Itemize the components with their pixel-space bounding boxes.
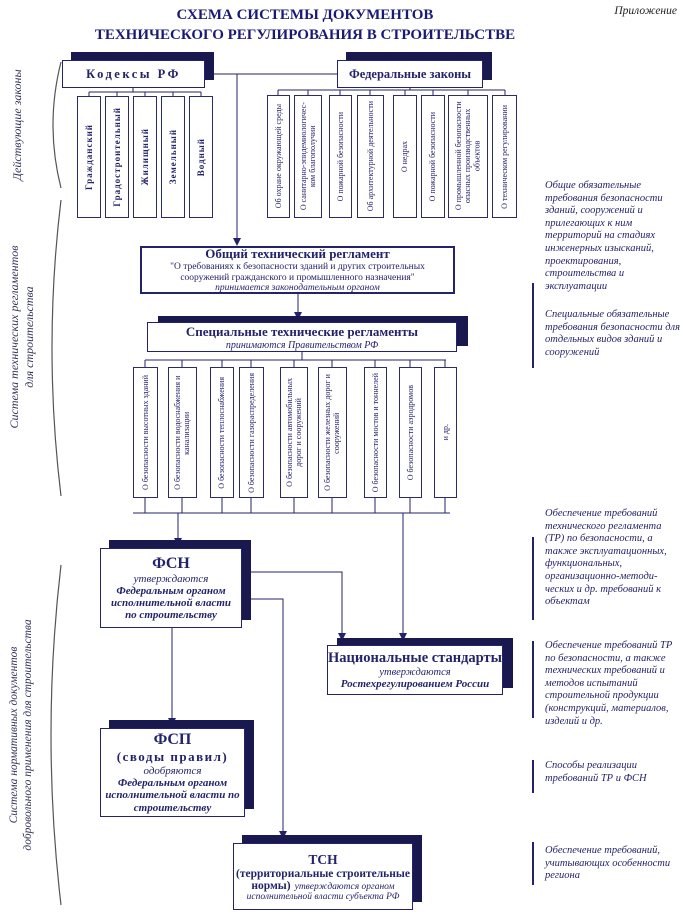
left-brackets [50, 61, 62, 906]
special-regulation-column-gas-distribution: О безопасности газораспределения [239, 367, 264, 498]
page-title: СХЕМА СИСТЕМЫ ДОКУМЕНТОВ ТЕХНИЧЕСКОГО РЕ… [0, 6, 610, 45]
code-column-urban-planning: Градостроительный [105, 96, 129, 218]
special-regulation-column-railways: О безопасности железных дорог и сооружен… [318, 367, 347, 498]
page-title-line2: ТЕХНИЧЕСКОГО РЕГУЛИРОВАНИЯ В СТРОИТЕЛЬСТ… [94, 26, 516, 43]
special-regulation-column-aerodromes: О безопасности аэродромов [399, 367, 422, 498]
tsn-box: ТСН (территориальные строительные нормы)… [233, 843, 413, 910]
code-column-housing: Жилищный [133, 96, 157, 218]
special-regulation-column-heat-supply: О безопасности теплоснабжения [210, 367, 234, 498]
federal-law-column-sanitary: О санитарно-эпидемиологичес-ком благопол… [294, 95, 322, 218]
codes-header: Кодексы РФ [62, 60, 205, 88]
general-tech-regulation-box: Общий технический регламент "О требовани… [140, 246, 455, 294]
fsp-box: ФСП (своды правил) одобряются Федеральны… [100, 728, 245, 817]
federal-law-column-tech-regulation: О техническом регулировании [492, 95, 517, 218]
federal-laws-header: Федеральные законы [337, 60, 483, 88]
left-label-tech-regulations: Система технических регламентов для стро… [7, 245, 36, 429]
special-regulation-column-etc: и др. [434, 367, 457, 498]
side-note-regional: Обеспечение требований, учитывающих особ… [545, 845, 671, 882]
special-regulation-column-roads: О безопасности автомобильных дорог и соо… [280, 367, 308, 498]
corner-note: Приложение [614, 5, 677, 17]
code-column-land: Земельный [161, 96, 185, 218]
side-note-general-requirements: Общие обязательные требования безопаснос… [545, 180, 663, 292]
side-note-tr-objects: Обеспечение требований технического регл… [545, 508, 667, 608]
left-label-normative-docs: Система нормативных документов доброволь… [8, 619, 35, 851]
national-standards-box: Национальные стандарты утверждаются Рост… [327, 645, 503, 695]
side-note-special-requirements: Специальные обязательные требования безо… [545, 309, 680, 358]
special-regulation-column-highrise: О безопасности высотных зданий [133, 367, 158, 498]
fsn-box: ФСН утверждаются Федеральным органом исп… [100, 548, 242, 628]
special-regulation-column-bridges: О безопасности мостов и тоннелей [364, 367, 387, 498]
tsn-mixed-line: нормы)утверждаются органом [251, 879, 395, 892]
federal-law-column-architecture: Об архитектурной деятельности [357, 95, 384, 218]
special-regulation-column-water-supply: О безопасности водоснабжения и канализац… [168, 367, 197, 498]
federal-law-column-fire-safety-2: О пожарной безопасности [421, 95, 445, 218]
left-label-acting-laws: Действующие законы [10, 69, 24, 181]
federal-law-column-environment: Об охране окружающей среды [267, 95, 290, 218]
federal-law-column-industrial-safety: О промышленной безопасности опасных прои… [448, 95, 488, 218]
code-column-civil: Гражданский [77, 96, 101, 218]
code-column-water: Водный [189, 96, 213, 218]
side-note-realization-methods: Способы реализации требований ТР и ФСН [545, 760, 647, 784]
special-tech-regulations-box: Специальные технические регламенты прини… [147, 322, 457, 352]
federal-law-column-subsoil: О недрах [393, 95, 417, 218]
federal-law-column-fire-safety-1: О пожарной безопасности [329, 95, 352, 218]
side-note-tr-products: Обеспечение требований ТР по безопасност… [545, 640, 673, 727]
page-title-line1: СХЕМА СИСТЕМЫ ДОКУМЕНТОВ [176, 7, 434, 23]
